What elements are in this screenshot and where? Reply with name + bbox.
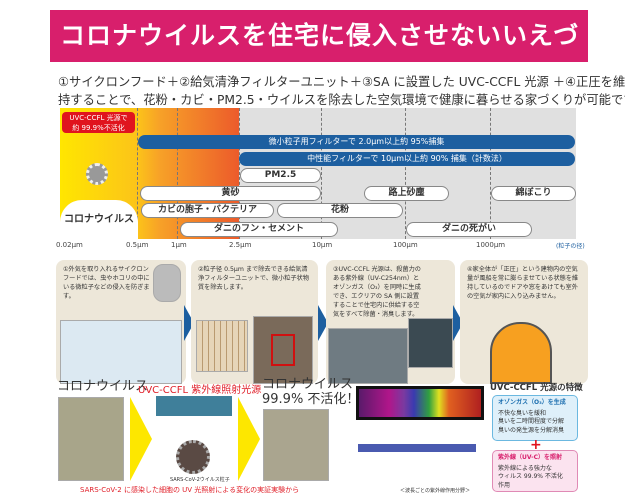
description-line-2: 持することで、花粉・カビ・PM2.5・ウイルスを除去した空気環境で健康に暮らせる… (58, 93, 625, 107)
ozone-line: 臭いの発生源を分解消臭 (498, 426, 565, 434)
spectrum-image (356, 386, 484, 420)
axis-tick: 1000μm (476, 241, 506, 249)
gridline (137, 108, 138, 239)
particle-mite-feces: ダニのフン・セメント (180, 222, 338, 237)
uvc-feature-box: 紫外線（UV-C）を照射 紫外線による強力な ウィルス 99.9% 不活化 作用 (492, 450, 578, 492)
step-panel-3: ③UVC-CCFL 光源は、殺菌力のある紫外線（UV-C254nm）とオゾンガス… (326, 260, 455, 384)
filter-bar-fine: 微小粒子用フィルターで 2.0μm以上約 95%捕集 (138, 135, 575, 149)
gridline (490, 108, 491, 239)
axis-tick: 100μm (393, 241, 418, 249)
particle-mold: カビの胞子・バクテリア (141, 203, 274, 218)
step-text: ①外気を取り入れるサイクロンフードでは、虫やホコリの中にいる微粒子などの侵入を防… (63, 266, 150, 300)
step-panel-1: ①外気を取り入れるサイクロンフードでは、虫やホコリの中にいる微粒子などの侵入を防… (56, 260, 186, 384)
next-arrow-icon (453, 305, 463, 341)
step-panel-4: ④家全体が「正圧」という建物内の空気量が風船を常に膨らませている状態を維持してい… (460, 260, 588, 384)
uvc-device-image (408, 318, 453, 368)
filter-image (196, 320, 248, 372)
after-subtitle: 99.9% 不活化！ (262, 392, 360, 407)
axis-tick: 1μm (171, 241, 187, 249)
particle-cotton-dust: 綿ぼこり (491, 186, 576, 201)
axis-unit: (粒子の径) (556, 243, 585, 250)
next-arrow-icon (318, 305, 328, 341)
ozone-line: 不快な臭いを緩和 (498, 409, 547, 417)
virus-before-image (58, 397, 124, 481)
arrow-icon (130, 397, 152, 481)
uvc-badge: UVC-CCFL 光源で 約 99.9%不活化 (62, 112, 135, 133)
wavelength-bar (358, 444, 476, 452)
particle-pollen: 花粉 (277, 203, 403, 218)
uvc-title: 紫外線（UV-C）を照射 (498, 454, 562, 461)
page-title: コロナウイルスを住宅に侵入させないいえづくり (60, 21, 580, 102)
particle-road-dust: 路上砂塵 (364, 186, 449, 201)
gridline (177, 108, 178, 239)
axis-tick: 10μm (312, 241, 333, 249)
cyclone-diagram-image (60, 320, 182, 384)
uvc-line: 紫外線による強力な (498, 464, 552, 472)
uvc-install-image (328, 328, 408, 384)
ozone-line: 臭いを二時間程度で分解 (498, 418, 565, 425)
step-panel-2: ②粒子径 0.5μm まで除去できる給気清浄フィルターユニットで、微小粒子状物質… (191, 260, 318, 384)
plus-icon: + (530, 437, 542, 453)
ozone-feature-box: オゾンガス（O₃）を生成 不快な臭いを緩和 臭いを二時間程度で分解 臭いの発生源… (492, 395, 578, 441)
particle-kosa: 黄砂 (140, 186, 321, 201)
uvc-lamp-image (156, 396, 232, 416)
virus-after-image (263, 409, 329, 481)
filter-bar-medium: 中性能フィルターで 10μm以上約 90% 捕集（計数法） (239, 152, 575, 166)
after-title: コロナウイルス (262, 377, 354, 392)
gridline (239, 108, 240, 239)
title-banner: コロナウイルスを住宅に侵入させないいえづくり (50, 10, 588, 102)
uvc-badge-line: 約 99.9%不活化 (72, 124, 125, 132)
particle-pm25: PM2.5 (240, 168, 321, 183)
description-line-1: ①サイクロンフード＋②給気清浄フィルターユニット＋③SA に設置した UVC-C… (58, 75, 625, 89)
uvc-line: 作用 (498, 481, 511, 489)
uvc-label: UVC-CCFL 紫外線照射光源 (138, 385, 262, 396)
virus-icon (86, 163, 108, 185)
corona-label: コロナウイルス (60, 200, 138, 239)
axis-tick: 0.02μm (56, 241, 83, 249)
step-text: ③UVC-CCFL 光源は、殺菌力のある紫外線（UV-C254nm）とオゾンガス… (333, 266, 421, 318)
house-pressure-diagram (490, 322, 552, 384)
features-title: UVC-CCFL 光源の特徴 (490, 383, 583, 393)
virus-particle-icon (176, 440, 210, 474)
spectrum-caption: ＜波長ごとの紫外線作用分野＞ (400, 488, 470, 494)
step-text: ④家全体が「正圧」という建物内の空気量が風船を常に膨らませている状態を維持してい… (467, 266, 579, 300)
before-label: コロナウイルス (57, 379, 149, 394)
axis-tick: 0.5μm (126, 241, 149, 249)
source-caption: SARS-CoV-2 に感染した細胞の UV 光照射による変化の実証実験から (80, 486, 300, 494)
step-text: ②粒子径 0.5μm まで除去できる給気清浄フィルターユニットで、微小粒子状物質… (198, 266, 310, 291)
axis-tick: 2.5μm (229, 241, 252, 249)
uvc-badge-line: UVC-CCFL 光源で (69, 114, 128, 122)
virus-caption: SARS-CoV-2ウイルス粒子 (170, 477, 230, 483)
gridline (321, 108, 322, 239)
ozone-title: オゾンガス（O₃）を生成 (498, 399, 566, 406)
uvc-line: ウィルス 99.9% 不活化 (498, 473, 563, 480)
filter-unit-image (253, 316, 313, 384)
gridline (405, 108, 406, 239)
cyclone-hood-image (153, 264, 181, 302)
next-arrow-icon (184, 305, 194, 341)
arrow-icon (238, 397, 260, 481)
particle-mite-dead: ダニの死がい (406, 222, 532, 237)
